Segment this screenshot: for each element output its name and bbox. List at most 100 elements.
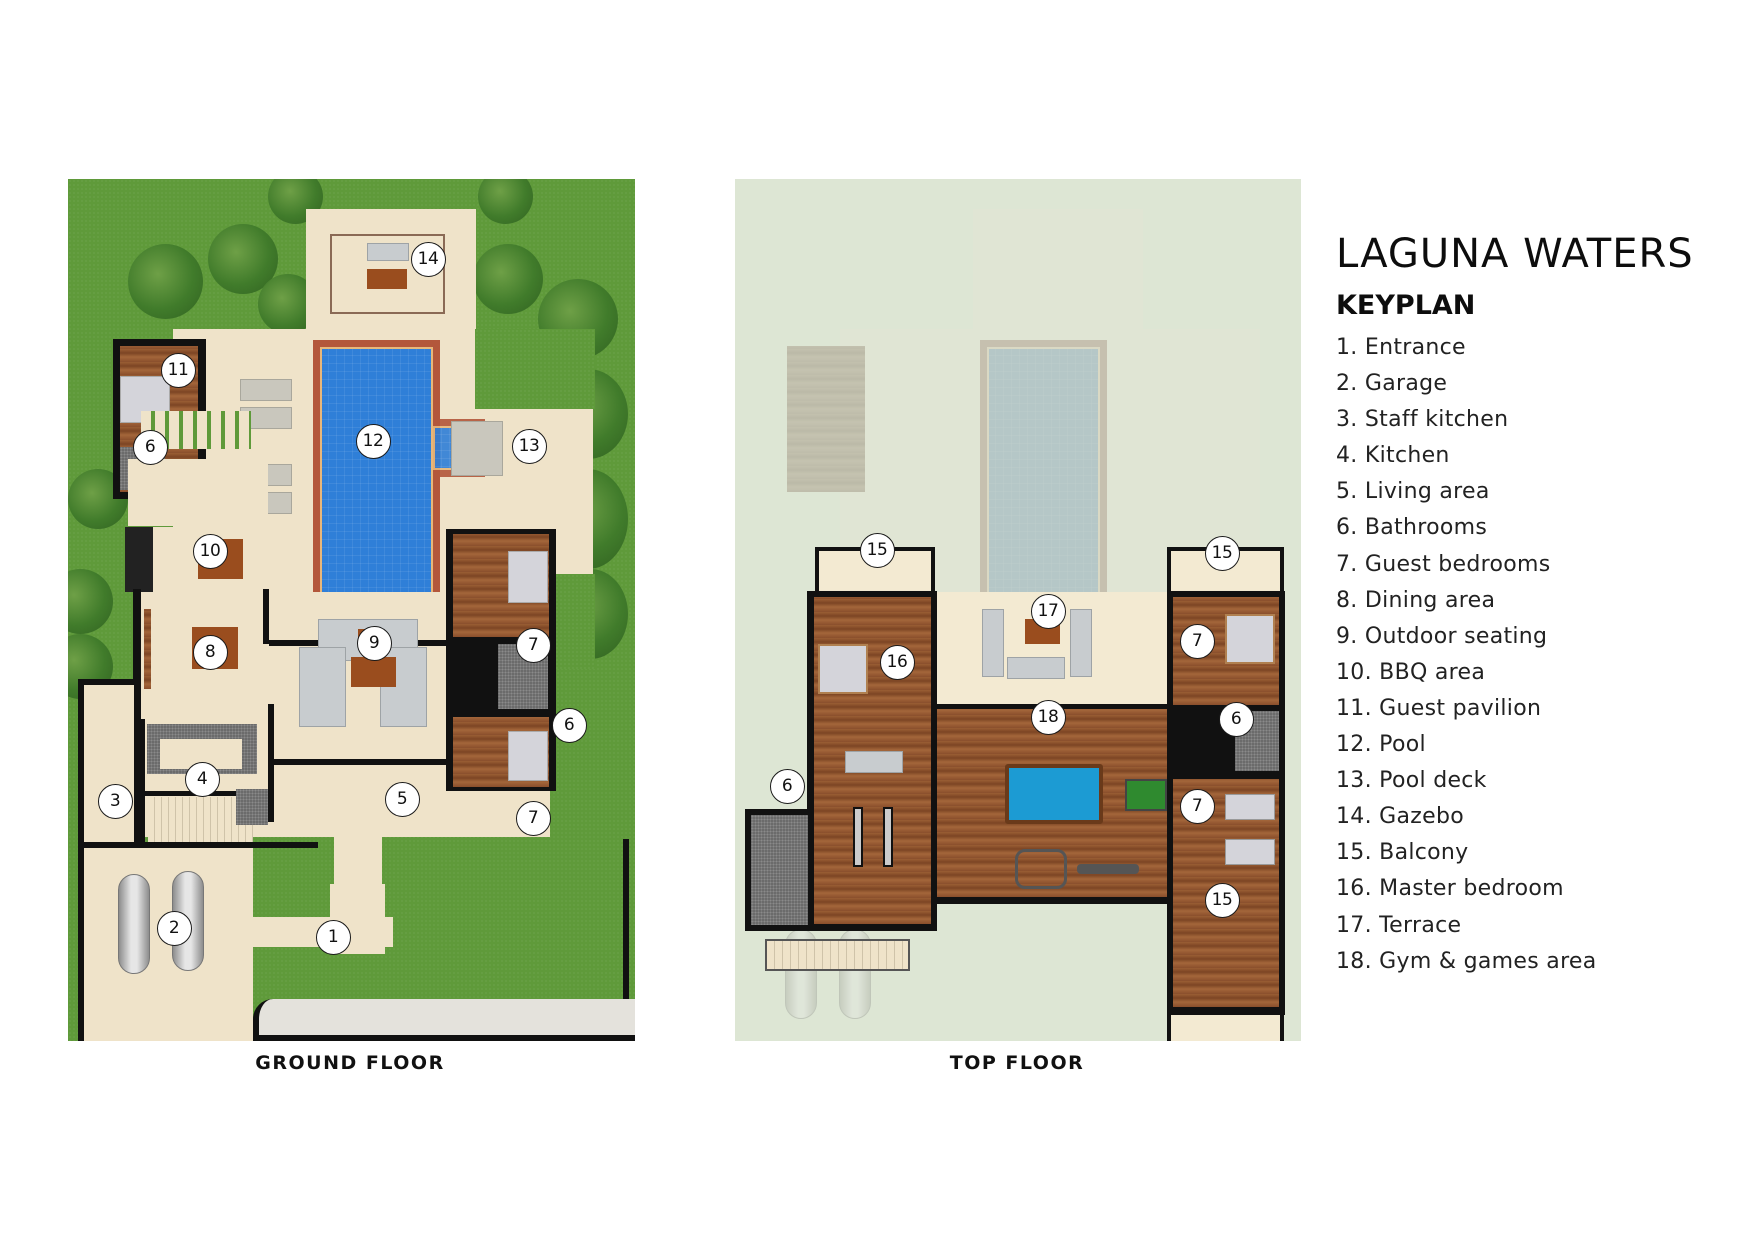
marker-entrance[interactable]: 1 [315, 919, 351, 955]
legend-item: 17. Terrace [1336, 912, 1462, 938]
foosball-table [1125, 779, 1167, 811]
legend-item: 15. Balcony [1336, 840, 1469, 866]
marker-pool-deck[interactable]: 13 [511, 428, 547, 464]
legend-item: 9. Outdoor seating [1336, 623, 1548, 649]
wall [140, 719, 145, 844]
marker-dining-area[interactable]: 8 [192, 634, 228, 670]
marker-balcony[interactable]: 15 [1204, 535, 1240, 571]
marker-bathroom[interactable]: 6 [132, 429, 168, 465]
top-floor-label: TOP FLOOR [949, 1052, 1085, 1074]
bbq-counter [125, 527, 153, 592]
powder-room [236, 789, 268, 825]
marker-living-area[interactable]: 5 [384, 781, 420, 817]
gazebo-underlay [973, 209, 1143, 329]
dining-sideboard [144, 609, 151, 689]
legend-item: 13. Pool deck [1336, 768, 1487, 794]
wardrobe [853, 807, 863, 867]
tree-icon [473, 244, 543, 314]
marker-bathroom[interactable]: 6 [769, 768, 805, 804]
master-bathroom [751, 815, 808, 925]
master-sofa [845, 751, 903, 773]
balcony-bottom-right [1167, 1014, 1284, 1041]
terrace-sofa-right [1070, 609, 1092, 677]
daybed [451, 421, 503, 476]
staff-kitchen [84, 685, 134, 845]
gazebo-sofa [367, 243, 409, 261]
lawn-patch [475, 329, 595, 409]
legend-item: 2. Garage [1336, 371, 1448, 397]
staircase [148, 797, 253, 842]
marker-gazebo[interactable]: 14 [410, 241, 446, 277]
legend-item: 7. Guest bedrooms [1336, 551, 1551, 577]
wall [78, 679, 84, 845]
marker-guest-bedroom[interactable]: 7 [1179, 788, 1215, 824]
master-bed [818, 644, 868, 694]
legend-list: 1. Entrance 2. Garage 3. Staff kitchen 4… [1336, 330, 1694, 980]
pavilion-underlay [787, 346, 865, 492]
living-sofa-left [299, 647, 346, 727]
terrace-sofa-left [982, 609, 1004, 677]
marker-bbq-area[interactable]: 10 [192, 533, 228, 569]
marker-bathroom[interactable]: 6 [1218, 701, 1254, 737]
terrace-sofa-middle [1007, 657, 1065, 679]
gazebo-frame [330, 234, 445, 314]
car-icon [118, 874, 150, 974]
legend-item: 16. Master bedroom [1336, 876, 1564, 902]
legend-item: 5. Living area [1336, 479, 1490, 505]
wall [623, 839, 629, 999]
marker-balcony[interactable]: 15 [859, 532, 895, 568]
project-title: LAGUNA WATERS [1336, 231, 1694, 277]
guest-bed [1225, 794, 1275, 820]
marker-outdoor-seating[interactable]: 9 [356, 625, 392, 661]
wall [78, 848, 84, 1041]
marker-kitchen[interactable]: 4 [184, 761, 220, 797]
wall [78, 679, 135, 685]
legend-item: 6. Bathrooms [1336, 515, 1488, 541]
tree-icon [128, 244, 203, 319]
tree-icon [478, 179, 533, 224]
guest-bed [1225, 614, 1275, 664]
wardrobe [883, 807, 893, 867]
weight-bench [1015, 849, 1067, 889]
marker-pool[interactable]: 12 [355, 423, 391, 459]
marker-balcony[interactable]: 15 [1204, 882, 1240, 918]
exercise-bike [1077, 864, 1139, 874]
legend-item: 8. Dining area [1336, 587, 1496, 613]
marker-staff-kitchen[interactable]: 3 [97, 783, 133, 819]
keyplan-heading: KEYPLAN [1336, 290, 1476, 321]
legend-item: 18. Gym & games area [1336, 948, 1597, 974]
gazebo-table [367, 269, 407, 289]
pool [313, 340, 440, 640]
pool-table [1005, 764, 1103, 824]
garage-driveway [78, 848, 253, 1041]
marker-gym-games-area[interactable]: 18 [1030, 699, 1066, 735]
marker-bathroom[interactable]: 6 [551, 707, 587, 743]
wall [133, 589, 141, 849]
guest-bed [1225, 839, 1275, 865]
legend-item: 10. BBQ area [1336, 659, 1486, 685]
legend-item: 3. Staff kitchen [1336, 407, 1509, 433]
keyplan-legend: LAGUNA WATERS KEYPLAN 1. Entrance 2. Gar… [1336, 228, 1694, 980]
legend-item: 1. Entrance [1336, 335, 1466, 360]
marker-guest-bedroom[interactable]: 7 [515, 800, 551, 836]
ground-floor-plan [68, 179, 635, 1041]
marker-terrace[interactable]: 17 [1030, 593, 1066, 629]
wall [268, 704, 274, 822]
wall [78, 842, 318, 848]
bbq-area [128, 459, 268, 526]
legend-item: 14. Gazebo [1336, 804, 1465, 830]
marker-garage[interactable]: 2 [156, 910, 192, 946]
marker-master-bedroom[interactable]: 16 [879, 644, 915, 680]
guest-bed [508, 551, 548, 603]
legend-item: 12. Pool [1336, 732, 1426, 758]
legend-item: 4. Kitchen [1336, 443, 1450, 469]
marker-guest-pavilion[interactable]: 11 [160, 352, 196, 388]
ground-floor-label: GROUND FLOOR [255, 1052, 445, 1074]
marker-guest-bedroom[interactable]: 7 [515, 627, 551, 663]
entrance-walk [334, 779, 382, 884]
wall [263, 589, 269, 644]
wall [268, 759, 448, 765]
marker-guest-bedroom[interactable]: 7 [1179, 623, 1215, 659]
road [253, 999, 635, 1041]
sun-lounger [240, 379, 292, 401]
